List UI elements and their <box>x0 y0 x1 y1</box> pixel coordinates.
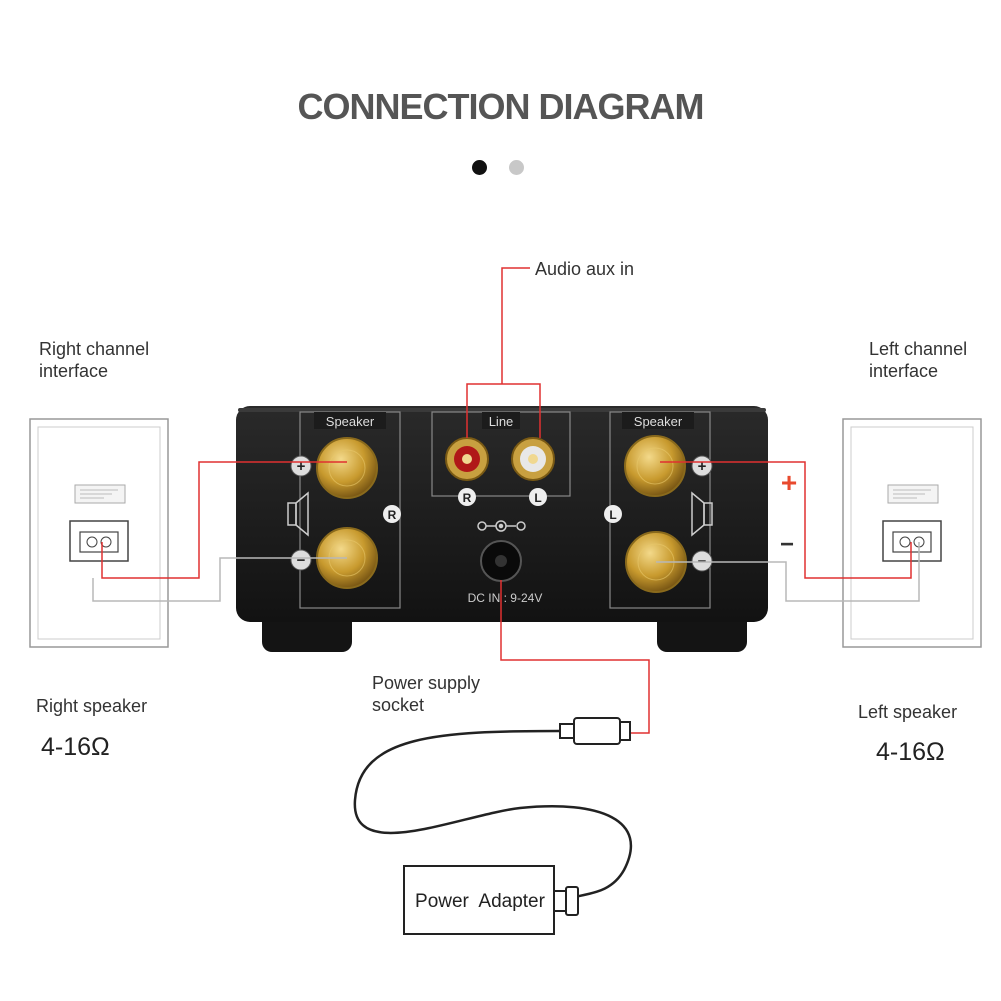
svg-text:−: − <box>297 552 306 569</box>
adapter-connector-icon <box>553 886 579 916</box>
amplifier-body <box>236 406 768 622</box>
left-speaker-cabinet <box>842 418 982 648</box>
speaker-label-right: Speaker <box>326 414 375 429</box>
right-plus-wire <box>101 461 347 579</box>
right-channel-label: Right channel interface <box>39 339 150 381</box>
left-minus-wire <box>656 542 920 602</box>
right-speaker-cabinet <box>29 418 169 648</box>
polarity-minus: − <box>780 531 794 558</box>
audio-aux-in-label: Audio aux in <box>535 259 635 279</box>
right-speaker-label: Right speaker <box>36 696 148 716</box>
speaker-symbol-icon <box>691 491 713 537</box>
power-adapter-label: Power Adapter <box>415 891 546 912</box>
power-adapter-box <box>403 865 555 935</box>
right-impedance: 4-16Ω <box>41 733 110 761</box>
left-plus-wire <box>660 461 912 579</box>
channel-l-badge <box>604 505 622 523</box>
line-r-badge <box>458 488 476 506</box>
power-socket-label: Power supply socket <box>372 673 481 715</box>
left-channel-label: Left channel interface <box>869 339 968 381</box>
page-title: CONNECTION DIAGRAM <box>297 86 705 127</box>
minus-marker <box>290 549 312 571</box>
minus-marker <box>691 550 713 572</box>
channel-r-badge <box>383 505 401 523</box>
svg-text:R: R <box>463 491 472 505</box>
svg-text:+: + <box>698 458 707 475</box>
svg-text:R: R <box>388 508 397 522</box>
right-minus-wire <box>92 557 347 602</box>
audio-aux-wire <box>466 267 541 438</box>
plus-marker <box>691 455 713 477</box>
line-label: Line <box>489 414 514 429</box>
plus-marker <box>290 455 312 477</box>
power-wire <box>500 580 650 734</box>
pager-dot[interactable] <box>509 160 524 175</box>
left-impedance: 4-16Ω <box>876 738 945 766</box>
left-speaker-label: Left speaker <box>858 702 958 722</box>
power-cable <box>353 729 632 900</box>
speaker-label-left: Speaker <box>634 414 683 429</box>
power-plug-icon <box>559 717 631 745</box>
svg-text:L: L <box>609 508 616 522</box>
svg-text:+: + <box>297 458 306 475</box>
pager-dot-active[interactable] <box>472 160 487 175</box>
dc-polarity-icon <box>477 520 526 532</box>
right-plus-knob <box>316 437 378 499</box>
line-l-badge <box>529 488 547 506</box>
speaker-symbol-icon <box>287 491 309 537</box>
polarity-plus: + <box>781 467 797 498</box>
left-plus-knob <box>624 435 686 497</box>
svg-text:L: L <box>534 491 541 505</box>
dc-in-label: DC IN : 9-24V <box>468 591 543 605</box>
